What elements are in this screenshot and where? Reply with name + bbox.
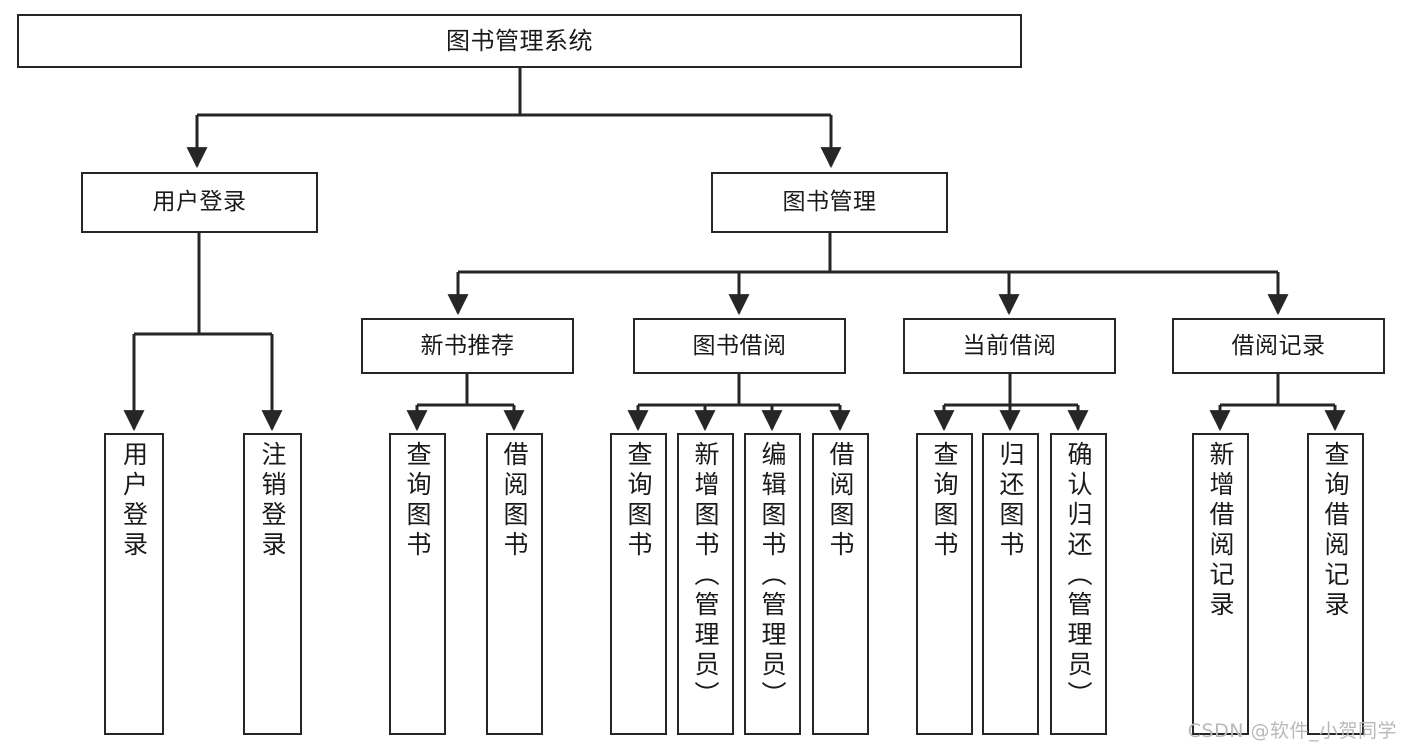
node-label: 图书借阅 <box>692 332 787 359</box>
node-label: 归还图书 <box>996 441 1025 561</box>
node-current-borrow[interactable]: 当前借阅 <box>903 318 1116 374</box>
node-label: 借阅图书 <box>500 441 529 561</box>
leaf-borrow-edit-book-admin[interactable]: 编辑图书（管理员） <box>744 433 801 735</box>
leaf-logout[interactable]: 注销登录 <box>243 433 302 735</box>
leaf-record-add-borrow-record[interactable]: 新增借阅记录 <box>1192 433 1249 735</box>
leaf-current-confirm-return-admin[interactable]: 确认归还（管理员） <box>1050 433 1107 735</box>
node-label: 确认归还（管理员） <box>1064 441 1093 711</box>
node-label: 查询借阅记录 <box>1321 441 1350 621</box>
node-user-login[interactable]: 用户登录 <box>81 172 318 233</box>
node-label: 新增借阅记录 <box>1206 441 1235 621</box>
node-label: 查询图书 <box>403 441 432 561</box>
node-label: 图书管理系统 <box>446 27 593 55</box>
leaf-new-book-query-book[interactable]: 查询图书 <box>389 433 446 735</box>
node-label: 图书管理 <box>782 189 877 215</box>
leaf-borrow-borrow-book[interactable]: 借阅图书 <box>812 433 869 735</box>
leaf-borrow-add-book-admin[interactable]: 新增图书（管理员） <box>677 433 734 735</box>
node-label: 借阅记录 <box>1231 332 1326 359</box>
node-label: 注销登录 <box>258 441 287 561</box>
node-root-book-management-system[interactable]: 图书管理系统 <box>17 14 1022 68</box>
node-label: 当前借阅 <box>962 332 1057 359</box>
leaf-record-query-borrow-record[interactable]: 查询借阅记录 <box>1307 433 1364 735</box>
node-borrow-record[interactable]: 借阅记录 <box>1172 318 1385 374</box>
node-label: 借阅图书 <box>826 441 855 561</box>
node-label: 新增图书（管理员） <box>691 441 720 711</box>
leaf-new-book-borrow-book[interactable]: 借阅图书 <box>486 433 543 735</box>
node-new-book-recommend[interactable]: 新书推荐 <box>361 318 574 374</box>
node-label: 查询图书 <box>930 441 959 561</box>
node-book-management[interactable]: 图书管理 <box>711 172 948 233</box>
node-label: 查询图书 <box>624 441 653 561</box>
node-label: 新书推荐 <box>420 332 515 359</box>
leaf-borrow-query-book[interactable]: 查询图书 <box>610 433 667 735</box>
node-book-borrow[interactable]: 图书借阅 <box>633 318 846 374</box>
node-label: 编辑图书（管理员） <box>758 441 787 711</box>
leaf-current-query-book[interactable]: 查询图书 <box>916 433 973 735</box>
leaf-current-return-book[interactable]: 归还图书 <box>982 433 1039 735</box>
leaf-user-login[interactable]: 用户登录 <box>104 433 164 735</box>
node-label: 用户登录 <box>119 441 149 561</box>
node-label: 用户登录 <box>152 189 247 215</box>
csdn-watermark: CSDN @软件_小贺同学 <box>1187 720 1397 742</box>
